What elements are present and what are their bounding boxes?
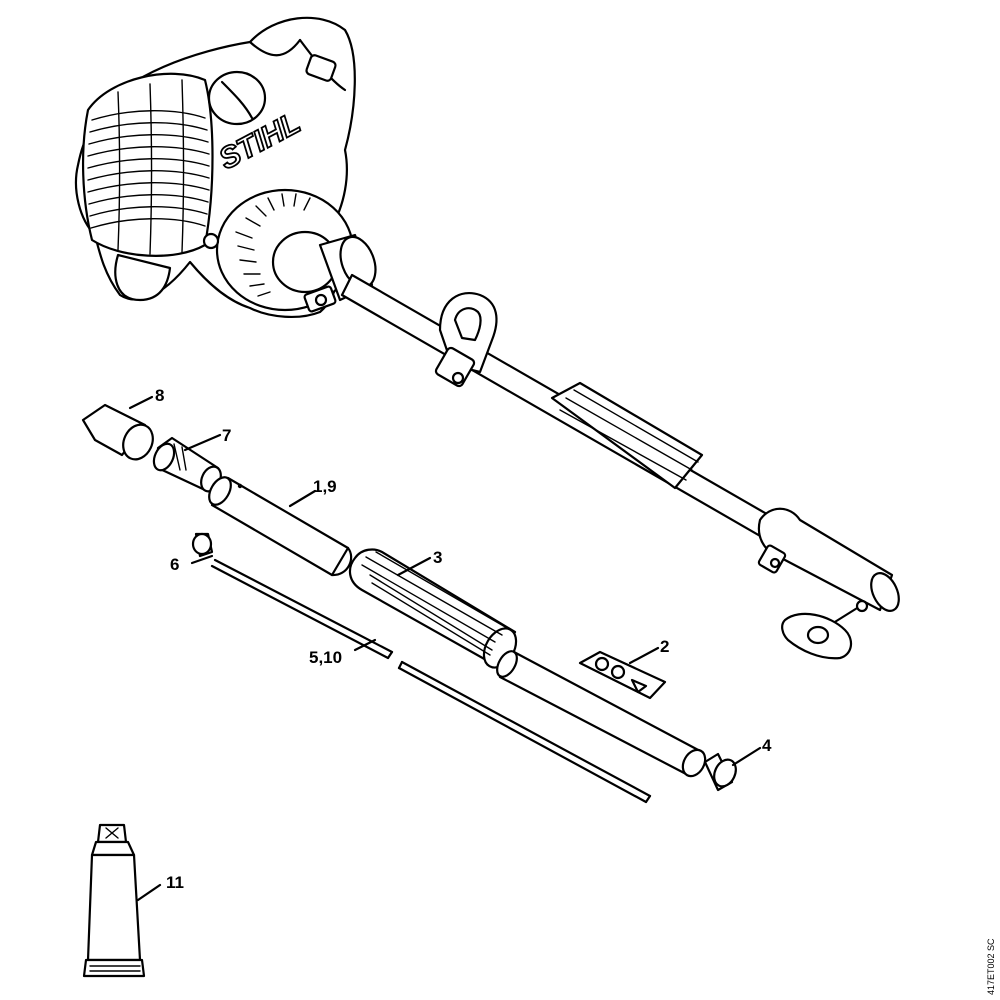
part-3-grip-hose [348, 548, 518, 669]
drawing-reference-code: 417ET002 SC [986, 938, 996, 995]
callout-8: 8 [155, 386, 164, 405]
callout-6: 6 [170, 555, 179, 574]
part-1-9-tube [208, 476, 353, 577]
callout-2: 2 [660, 637, 669, 656]
lower-tube [496, 650, 707, 778]
part-5-10-drive-shaft [210, 558, 652, 804]
part-11-grease-tube [82, 823, 146, 978]
part-6-sleeve [191, 532, 214, 558]
callout-5-10: 5,10 [309, 648, 342, 667]
callout-3: 3 [433, 548, 442, 567]
callouts: 8 7 1,9 3 6 5,10 2 4 11 [155, 386, 772, 892]
callout-7: 7 [222, 426, 231, 445]
callout-4: 4 [762, 736, 772, 755]
callout-11: 11 [166, 873, 184, 892]
assembled-drive-tube [340, 273, 900, 660]
callout-1-9: 1,9 [313, 477, 337, 496]
leader-lines [128, 395, 762, 902]
engine-powerhead: STIHL [74, 16, 377, 319]
part-2-label [578, 650, 667, 700]
part-4-plug [703, 752, 737, 792]
part-8-cap [81, 403, 154, 461]
